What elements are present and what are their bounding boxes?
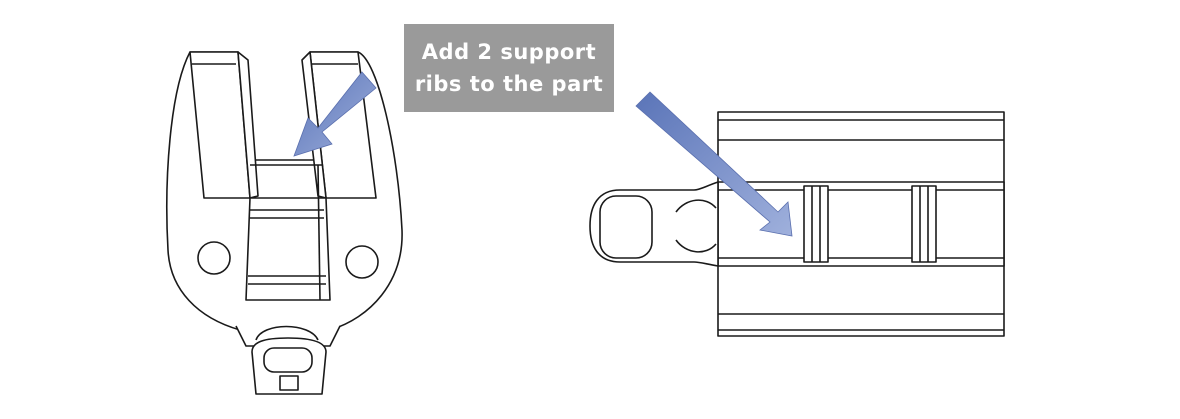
side-tab-slot	[599, 195, 653, 259]
rail-channel	[717, 181, 1005, 267]
right-part-view	[589, 111, 1005, 337]
left-callout-arrow	[293, 71, 377, 157]
left-mount-hole	[197, 241, 231, 275]
support-rib-2	[911, 185, 937, 263]
channel-floor	[245, 197, 331, 301]
bottom-tab-notch	[279, 375, 299, 391]
channel-line-6	[317, 164, 321, 301]
left-part-view	[166, 51, 403, 395]
support-rib-1	[803, 185, 829, 263]
side-tab-arc-bottom	[675, 239, 717, 253]
bottom-tab-arc	[255, 325, 319, 341]
left-upright-inner-face	[237, 51, 259, 199]
side-tab-arc-top	[675, 199, 717, 213]
callout-line-1: Add 2 support	[421, 40, 597, 64]
callout-line-2: ribs to the part	[414, 72, 604, 96]
bottom-tab-slot	[263, 347, 313, 373]
callout-box: Add 2 support ribs to the part	[404, 24, 614, 112]
right-mount-hole	[345, 245, 379, 279]
right-callout-arrow	[635, 91, 793, 237]
